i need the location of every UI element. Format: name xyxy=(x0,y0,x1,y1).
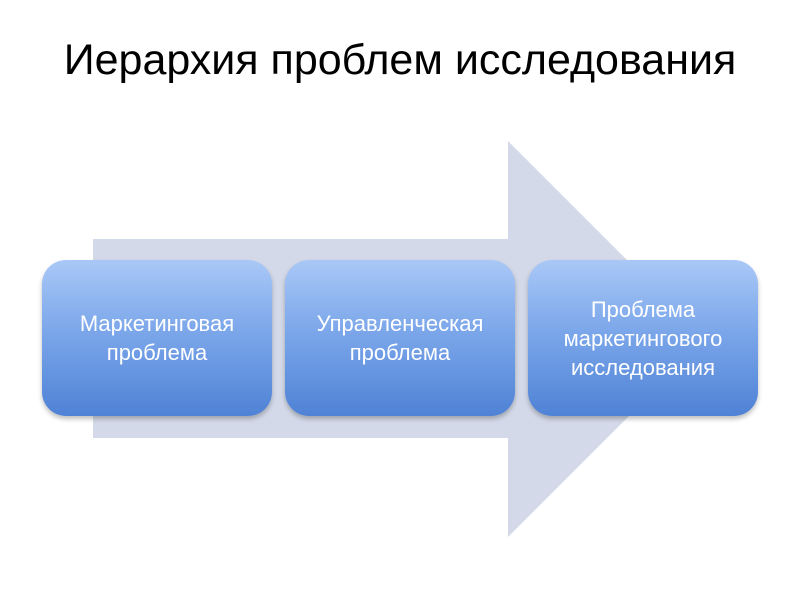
step-box-research-problem: Проблема маркетингового исследования xyxy=(528,260,758,416)
step-label: Маркетинговая проблема xyxy=(79,311,235,365)
step-box-management-problem: Управленческая проблема xyxy=(285,260,515,416)
step-label: Проблема маркетингового исследования xyxy=(563,296,723,380)
slide-title: Иерархия проблем исследования xyxy=(63,36,737,84)
step-box-marketing-problem: Маркетинговая проблема xyxy=(42,260,272,416)
step-label: Управленческая проблема xyxy=(316,311,484,365)
